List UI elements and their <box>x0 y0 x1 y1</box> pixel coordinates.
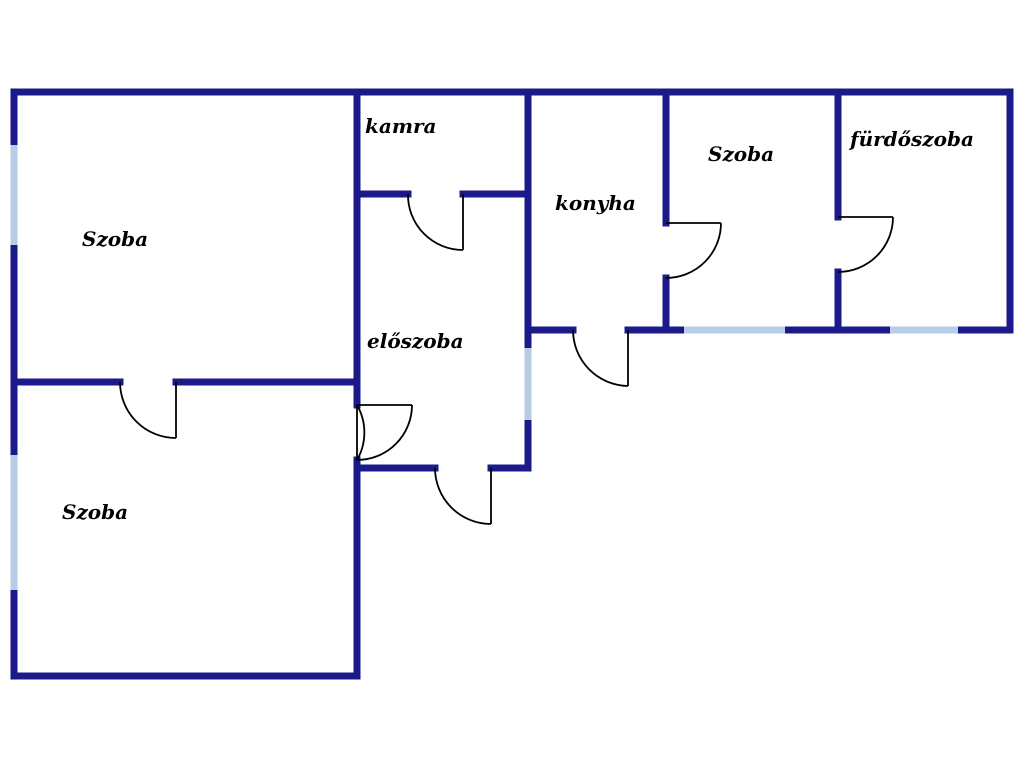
door-entrance <box>434 467 492 525</box>
doors <box>119 193 894 525</box>
windows <box>10 145 958 590</box>
room-label-room-small: Szoba <box>708 142 774 166</box>
room-label-bathroom: fürdőszoba <box>848 127 974 151</box>
room-label-big-top: Szoba <box>82 227 148 251</box>
room-label-big-bottom: Szoba <box>62 500 128 524</box>
door-big-rooms <box>119 381 177 439</box>
room-labels: Szoba Szoba kamra előszoba konyha Szoba … <box>62 114 974 524</box>
door-room-small <box>665 222 722 279</box>
room-label-hall: előszoba <box>367 329 464 353</box>
door-hall-room <box>356 404 413 461</box>
door-bathroom <box>837 216 894 273</box>
door-pantry <box>407 193 464 251</box>
room-label-kitchen: konyha <box>555 191 636 215</box>
walls <box>10 88 1014 680</box>
room-label-pantry: kamra <box>365 114 436 138</box>
door-kitchen <box>572 329 629 387</box>
